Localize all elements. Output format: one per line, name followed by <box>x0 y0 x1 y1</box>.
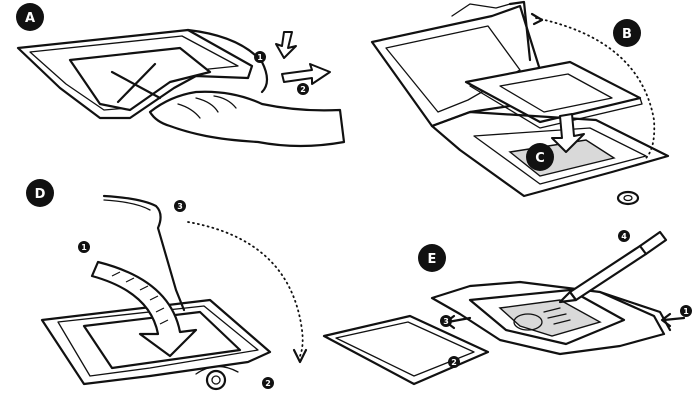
badge-a: A <box>25 11 35 26</box>
lever-b <box>508 0 532 62</box>
badge-a-circle <box>16 3 44 31</box>
lever-motion-arrowhead-d <box>292 348 308 364</box>
label-a2: 2 <box>300 85 306 94</box>
panel-e: E 1 2 3 4 <box>322 230 692 386</box>
label-d2: 2 <box>265 379 271 388</box>
socket-d-inner <box>57 305 259 377</box>
screw-d-rotation <box>195 365 239 375</box>
hand <box>148 90 346 148</box>
load-plate-top-b <box>451 3 511 17</box>
badge-e: E <box>428 252 437 267</box>
label-e4-circle <box>618 230 630 242</box>
socket-base-b <box>430 110 670 198</box>
label-a1-circle <box>254 51 266 63</box>
badge-d: D <box>35 187 46 202</box>
x-mark <box>110 62 162 104</box>
socket-base-inner-b <box>473 127 647 185</box>
label-e2: 2 <box>451 358 457 367</box>
panel-d: D 1 2 3 <box>26 179 308 391</box>
label-e3: 3 <box>443 317 449 326</box>
label-e1-circle <box>680 305 692 317</box>
label-d2-circle <box>262 377 274 389</box>
paste-dot <box>513 313 543 331</box>
socket-e <box>430 280 666 356</box>
hand-fingers <box>177 95 237 119</box>
syringe-plunger <box>638 230 668 256</box>
push-out-arrow <box>281 63 331 85</box>
paste-lines <box>543 307 571 325</box>
removed-cover <box>322 314 490 386</box>
badge-e-circle <box>418 244 446 272</box>
label-e3-circle <box>440 315 452 327</box>
close-plate-arrow-hatch <box>111 271 169 325</box>
paste-syringe <box>568 244 648 302</box>
label-a2-circle <box>297 83 309 95</box>
label-a1: 1 <box>257 53 263 62</box>
lever-motion-arrowhead-b <box>530 12 544 26</box>
label-e2-circle <box>448 356 460 368</box>
label-e1: 1 <box>683 307 689 316</box>
cpu-heatspreader <box>499 73 613 113</box>
press-lever-arrow <box>660 312 686 328</box>
panel-b: B C <box>370 0 670 206</box>
label-e4: 4 <box>621 232 627 241</box>
washer-hole-b <box>623 194 633 202</box>
lever-d-inner <box>103 199 151 211</box>
label-d1-circle <box>78 241 90 253</box>
close-plate-arrow <box>90 260 198 358</box>
screw-d <box>205 369 227 391</box>
screw-d-head <box>211 375 221 385</box>
socket-d <box>40 298 272 386</box>
badge-d-circle <box>26 179 54 207</box>
syringe-tip <box>558 290 578 304</box>
washer-b <box>616 190 640 206</box>
lever-d <box>102 194 186 312</box>
lever-motion-arc-b <box>535 17 656 161</box>
lever-motion-arc-d <box>187 221 304 357</box>
badge-b-circle <box>613 19 641 47</box>
cpu-chip-edge <box>469 85 643 129</box>
label-d1: 1 <box>81 243 87 252</box>
badge-b: B <box>622 27 632 42</box>
removed-cover-inner <box>335 321 475 377</box>
socket-frame-a <box>16 28 254 120</box>
label-d3-circle <box>174 200 186 212</box>
badge-c-circle <box>526 143 554 171</box>
push-down-arrow <box>275 31 297 59</box>
badge-c: C <box>535 151 545 166</box>
panel-a: A 1 2 <box>16 3 346 148</box>
place-cpu-arrow <box>551 113 585 153</box>
label-d3: 3 <box>177 202 183 211</box>
